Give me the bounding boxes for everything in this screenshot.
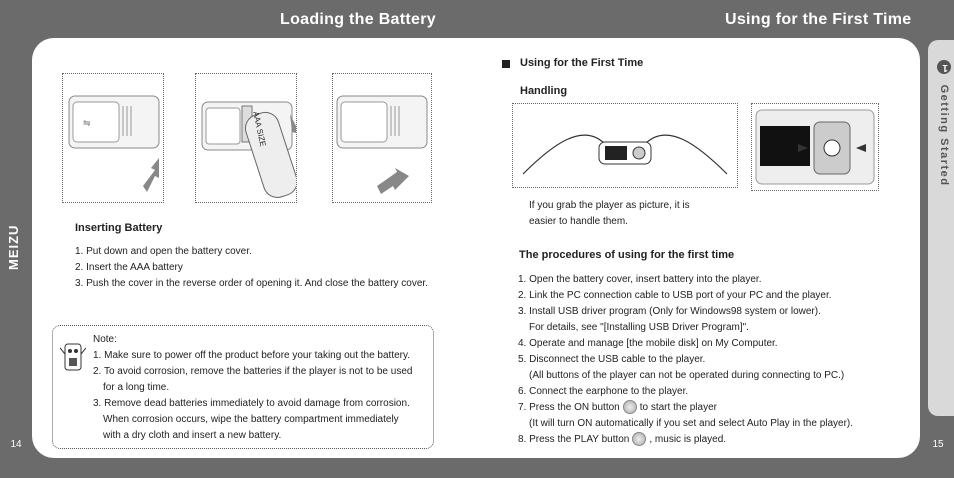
chapter-tab-label: 1 Getting Started bbox=[937, 60, 951, 187]
note-title: Note: bbox=[93, 334, 117, 345]
svg-text:⇋: ⇋ bbox=[83, 118, 91, 128]
procedure-step-4: 4. Operate and manage [the mobile disk] … bbox=[518, 338, 778, 349]
inserting-step-2: 2. Insert the AAA battery bbox=[75, 262, 183, 273]
figure-player-buttons bbox=[751, 103, 879, 191]
section-bullet-icon bbox=[502, 60, 510, 68]
figure-open-cover: ⇋ bbox=[62, 73, 164, 203]
page-content bbox=[32, 38, 920, 458]
handling-heading: Handling bbox=[520, 85, 568, 97]
page-number-right: 15 bbox=[922, 436, 954, 454]
procedure-step-3: 3. Install USB driver program (Only for … bbox=[518, 306, 821, 317]
procedure-step-5-detail: (All buttons of the player can not be op… bbox=[529, 370, 845, 381]
figure-close-cover bbox=[332, 73, 432, 203]
footer-line-left bbox=[32, 436, 432, 437]
left-page-title: Loading the Battery bbox=[280, 11, 436, 28]
on-button-icon bbox=[622, 400, 637, 415]
handling-caption-1: If you grab the player as picture, it is bbox=[529, 200, 690, 211]
note-line-3: for a long time. bbox=[103, 382, 170, 393]
inserting-step-3: 3. Push the cover in the reverse order o… bbox=[75, 278, 428, 289]
note-line-4: 3. Remove dead batteries immediately to … bbox=[93, 398, 410, 409]
play-button-icon bbox=[632, 432, 647, 447]
right-page-title: Using for the First Time bbox=[725, 11, 912, 28]
procedure-step-2: 2. Link the PC connection cable to USB p… bbox=[518, 290, 832, 301]
using-first-time-heading: Using for the First Time bbox=[520, 57, 644, 69]
brand-logo: MEIZU bbox=[6, 224, 21, 270]
note-line-6: with a dry cloth and insert a new batter… bbox=[103, 430, 282, 441]
note-line-5: When corrosion occurs, wipe the battery … bbox=[103, 414, 399, 425]
handling-caption-2: easier to handle them. bbox=[529, 216, 628, 227]
procedure-step-1: 1. Open the battery cover, insert batter… bbox=[518, 274, 762, 285]
procedure-step-3-detail: For details, see "[Installing USB Driver… bbox=[529, 322, 749, 333]
inserting-step-1: 1. Put down and open the battery cover. bbox=[75, 246, 252, 257]
page-number-left: 14 bbox=[0, 436, 32, 454]
note-box bbox=[52, 325, 434, 449]
figure-insert-battery bbox=[195, 73, 300, 203]
chapter-number: 1 bbox=[937, 60, 951, 74]
chapter-tab[interactable] bbox=[928, 40, 954, 416]
procedure-step-6: 6. Connect the earphone to the player. bbox=[518, 386, 689, 397]
figure-hands-holding-player bbox=[512, 103, 738, 188]
note-mascot-icon bbox=[59, 336, 87, 376]
procedure-step-8: 8. Press the PLAY button, music is playe… bbox=[518, 432, 727, 447]
procedure-step-5: 5. Disconnect the USB cable to the playe… bbox=[518, 354, 706, 365]
left-margin-strip bbox=[0, 0, 32, 478]
inserting-battery-heading: Inserting Battery bbox=[75, 222, 163, 234]
note-line-1: 1. Make sure to power off the product be… bbox=[93, 350, 411, 361]
procedure-step-7-detail: (It will turn ON automatically if you se… bbox=[529, 418, 854, 429]
note-line-2: 2. To avoid corrosion, remove the batter… bbox=[93, 366, 413, 377]
procedures-heading: The procedures of using for the first ti… bbox=[519, 249, 735, 261]
